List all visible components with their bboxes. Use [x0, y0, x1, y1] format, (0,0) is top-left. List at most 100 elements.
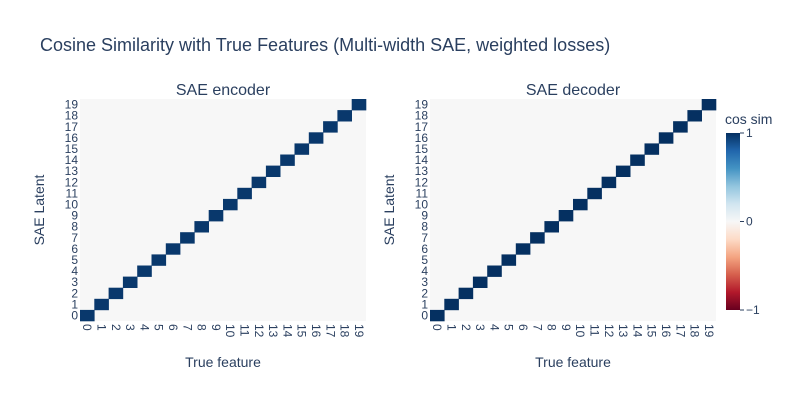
y-tick-label: 1: [71, 297, 78, 311]
heatmap-cell: [644, 143, 660, 155]
colorbar-ticks: −101: [740, 126, 760, 317]
heatmap-cell: [323, 121, 338, 133]
heatmap-cell: [630, 154, 645, 166]
heatmap-cell: [515, 243, 531, 255]
x-tick-label: 9: [559, 324, 573, 331]
chart-title: Cosine Similarity with True Features (Mu…: [40, 35, 610, 55]
heatmap-cell: [122, 276, 138, 288]
y-tick-label: 10: [415, 197, 429, 211]
x-tick-label: 2: [459, 324, 473, 331]
x-tick-label: 7: [180, 324, 194, 331]
heatmap-cell: [351, 99, 367, 111]
y-tick-label: 13: [415, 164, 429, 178]
x-tick-label: 12: [252, 324, 266, 338]
x-tick-label: 7: [530, 324, 544, 331]
x-tick-label: 0: [80, 324, 94, 331]
y-tick-label: 16: [415, 131, 429, 145]
y-tick-label: 0: [71, 308, 78, 322]
heatmap-cell: [444, 298, 459, 311]
heatmap-cell: [701, 99, 717, 111]
heatmap-cell: [280, 154, 295, 166]
x-tick-label: 5: [152, 324, 166, 331]
y-tick-label: 2: [421, 286, 428, 300]
y-tick-label: 12: [415, 175, 429, 189]
heatmap-cell: [472, 276, 488, 288]
heatmap-cell: [601, 176, 617, 189]
y-tick-label: 3: [421, 275, 428, 289]
heatmap-cell: [194, 221, 209, 233]
y-tick-label: 13: [65, 164, 79, 178]
heatmap-cell: [615, 165, 631, 177]
colorbar-tick-label: −1: [746, 303, 760, 317]
y-tick-label: 0: [421, 308, 428, 322]
x-tick-label: 5: [502, 324, 516, 331]
x-tick-label: 10: [223, 324, 237, 338]
y-tick-label: 15: [65, 142, 79, 156]
x-tick-label: 17: [323, 324, 337, 338]
x-tick-label: 16: [309, 324, 323, 338]
colorbar-tick-label: 0: [746, 215, 753, 229]
y-tick-label: 9: [421, 209, 428, 223]
heatmap-cell: [180, 232, 195, 244]
y-tick-label: 10: [65, 197, 79, 211]
heatmap-cell: [673, 121, 688, 133]
heatmap-cell: [80, 309, 95, 322]
x-tick-label: 8: [545, 324, 559, 331]
heatmap-cell: [430, 309, 445, 322]
heatmap-cell: [501, 254, 517, 266]
y-tick-label: 6: [71, 242, 78, 256]
colorbar-gradient: [726, 133, 740, 310]
x-tick-label: 4: [137, 324, 151, 331]
heatmap-panel-1: SAE encoder01234567891011121314151617181…: [31, 82, 367, 370]
heatmap-cell: [558, 210, 574, 222]
y-axis-title: SAE Latent: [381, 174, 397, 245]
y-tick-label: 17: [65, 120, 79, 134]
y-tick-label: 6: [421, 242, 428, 256]
heatmap-cell: [658, 132, 674, 144]
x-tick-label: 13: [616, 324, 630, 338]
heatmap-cell: [337, 110, 352, 122]
y-tick-label: 4: [71, 264, 78, 278]
heatmap-cell: [294, 143, 310, 155]
y-tick-label: 4: [421, 264, 428, 278]
y-tick-label: 9: [71, 209, 78, 223]
y-axis-title: SAE Latent: [31, 174, 47, 245]
y-tick-label: 18: [415, 109, 429, 123]
x-tick-label: 9: [209, 324, 223, 331]
x-tick-label: 18: [688, 324, 702, 338]
subplot-title: SAE decoder: [526, 82, 621, 99]
heatmap-cell: [94, 298, 109, 311]
x-tick-label: 13: [266, 324, 280, 338]
x-tick-label: 14: [630, 324, 644, 338]
x-tick-label: 18: [338, 324, 352, 338]
heatmap-cell: [208, 210, 224, 222]
heatmap-cell: [237, 187, 252, 200]
y-tick-label: 15: [415, 142, 429, 156]
x-tick-label: 2: [109, 324, 123, 331]
heatmap-cell: [223, 198, 238, 211]
y-tick-label: 7: [421, 231, 428, 245]
x-tick-label: 14: [280, 324, 294, 338]
y-tick-label: 2: [71, 286, 78, 300]
y-tick-label: 16: [65, 131, 79, 145]
x-tick-label: 15: [295, 324, 309, 338]
heatmap-cell: [251, 176, 267, 189]
y-tick-label: 5: [71, 253, 78, 267]
heatmap-cell: [573, 198, 588, 211]
x-tick-label: 6: [166, 324, 180, 331]
heatmap-cell: [308, 132, 324, 144]
y-tick-label: 14: [415, 153, 429, 167]
heatmap-cell: [108, 287, 124, 300]
y-tick-label: 17: [415, 120, 429, 134]
heatmap-cell: [544, 221, 559, 233]
y-tick-label: 3: [71, 275, 78, 289]
y-tick-label: 8: [71, 220, 78, 234]
heatmap-cell: [687, 110, 702, 122]
x-axis-title: True feature: [185, 354, 261, 370]
heatmap-panels: SAE encoder01234567891011121314151617181…: [31, 82, 717, 370]
y-tick-label: 19: [65, 98, 79, 112]
colorbar-title: cos sim: [725, 111, 772, 127]
y-tick-label: 12: [65, 175, 79, 189]
x-tick-label: 16: [659, 324, 673, 338]
